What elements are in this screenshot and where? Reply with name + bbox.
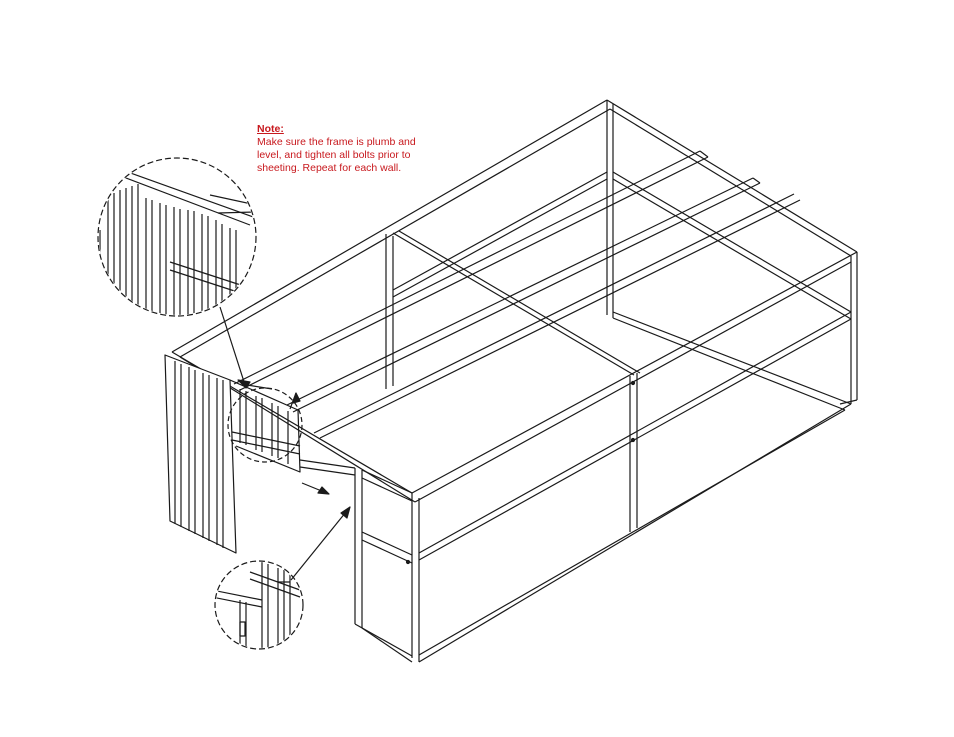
note-line-3: sheeting. Repeat for each wall. — [257, 162, 442, 175]
note-line-1: Make sure the frame is plumb and — [257, 136, 442, 149]
assembly-note: Note: Make sure the frame is plumb and l… — [257, 123, 442, 175]
front-wall-frame — [412, 312, 851, 662]
note-title: Note: — [257, 123, 442, 136]
back-wall-frame — [386, 100, 851, 410]
wall-sheeting — [165, 355, 300, 553]
detail-circle-upper — [98, 158, 256, 320]
note-line-2: level, and tighten all bolts prior to — [257, 149, 442, 162]
right-end-wall — [840, 252, 857, 404]
left-end-wall-frame — [232, 432, 412, 662]
detail-circle-lower — [212, 561, 303, 650]
